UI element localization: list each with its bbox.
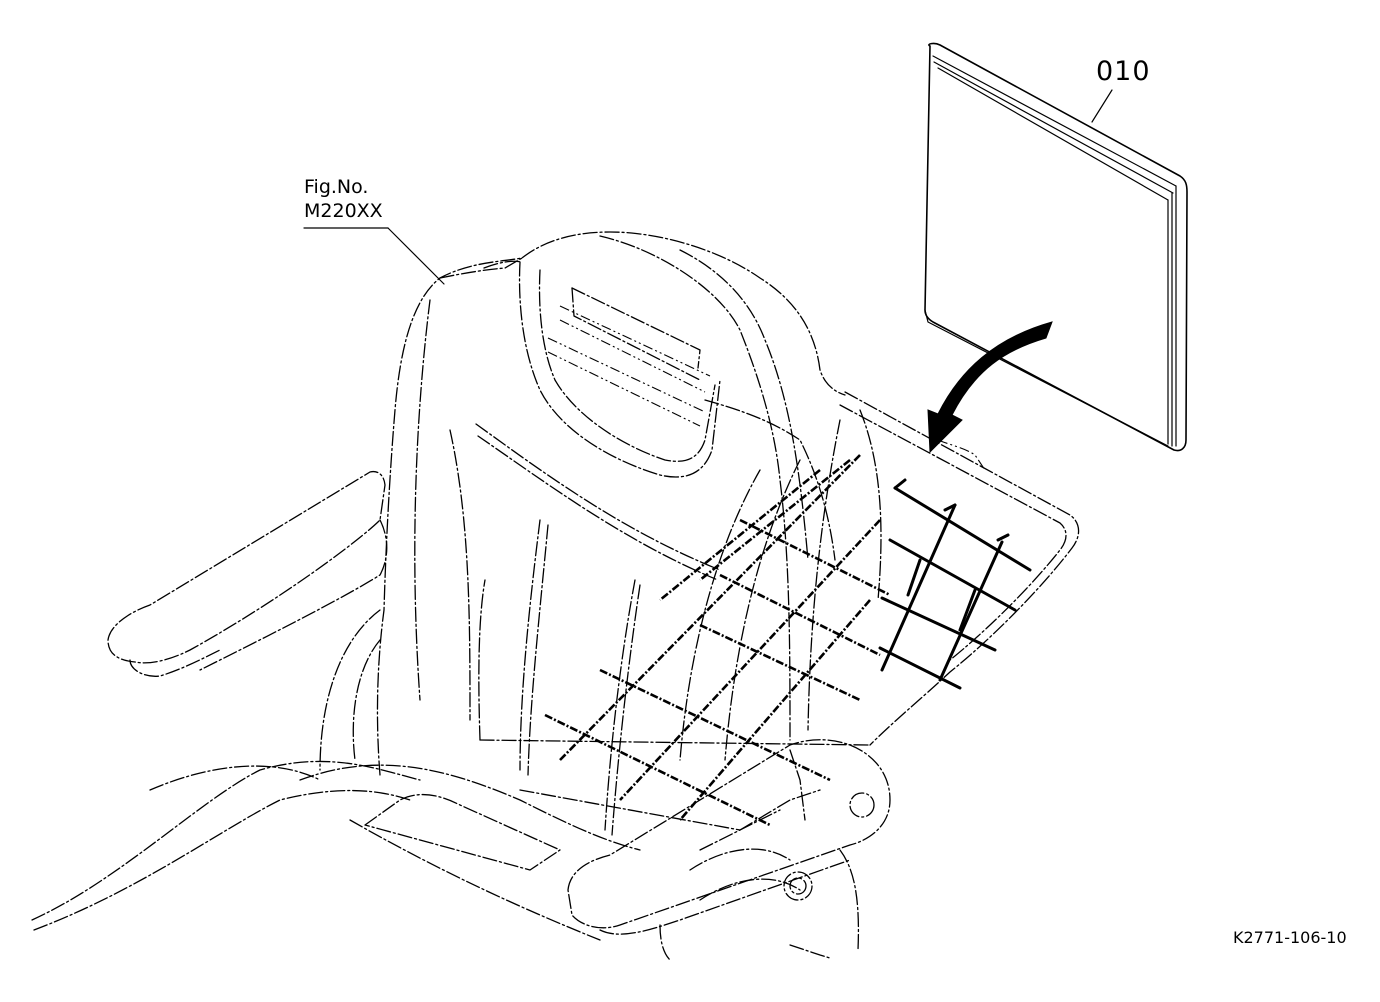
part-leader-line: [1091, 89, 1113, 123]
part-number-label: 010: [1096, 56, 1151, 87]
install-arrow-icon: [927, 321, 1053, 454]
drawing-code-label: K2771-106-10: [1233, 928, 1347, 947]
figure-reference-line2: M220XX: [304, 200, 383, 222]
seat-pad-part: [924, 42, 1188, 452]
seat-assembly-phantom: [31, 231, 1080, 961]
figure-reference-label: Fig.No. M220XX: [304, 175, 383, 223]
figure-reference-line1: Fig.No.: [304, 176, 369, 198]
figure-reference-leader-line: [387, 227, 445, 285]
